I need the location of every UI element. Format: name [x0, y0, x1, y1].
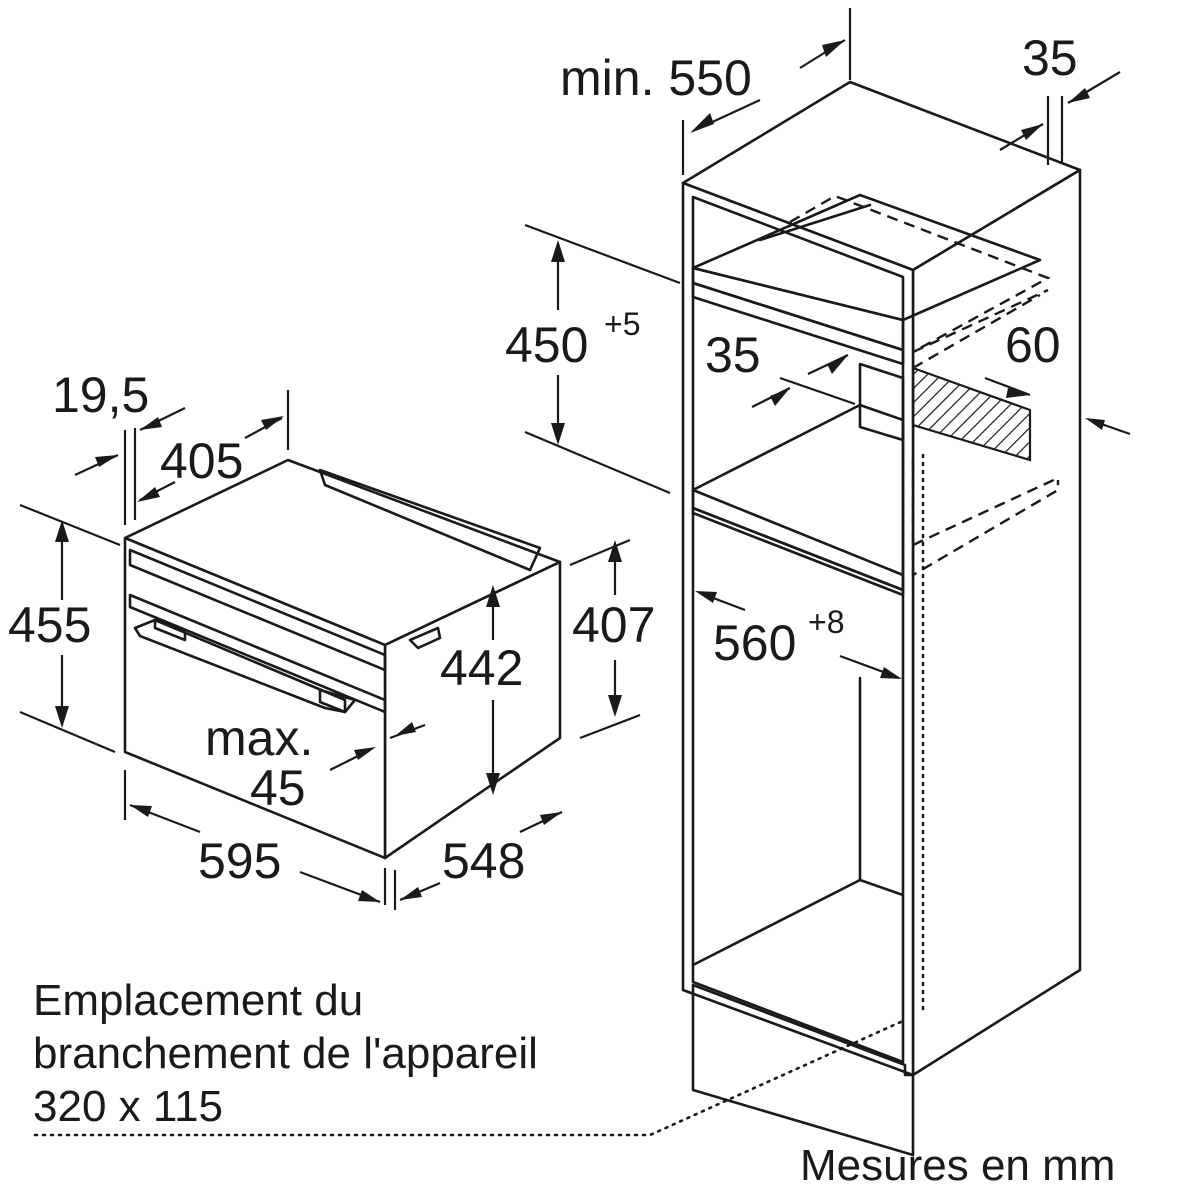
label-handle-max-value: 45 [250, 760, 306, 816]
lower-floor-back [858, 878, 905, 897]
label-body-height: 407 [572, 597, 655, 653]
dashed-top-outline [789, 194, 1051, 354]
note-line-2: branchement de l'appareil [33, 1029, 538, 1078]
oven-side-bracket [408, 626, 442, 650]
connection-leader [33, 1018, 907, 1137]
label-cabinet-top-gap: 35 [1022, 30, 1078, 86]
label-body-depth: 548 [442, 833, 525, 889]
niche-bottom-shelf [691, 403, 905, 592]
niche-bottom-line [691, 488, 905, 577]
upper-back-line [758, 203, 872, 242]
label-inner-height: 442 [440, 640, 523, 696]
label-niche-width-tol: +8 [808, 604, 844, 640]
label-body-depth-top: 405 [160, 433, 243, 489]
label-niche-height: 450 [505, 317, 588, 373]
oven-drawing [123, 458, 562, 860]
lower-floor-left [691, 878, 862, 967]
dashed-niche-right [911, 460, 1060, 578]
label-niche-height-tol: +5 [604, 306, 640, 342]
label-handle-max: max. [205, 710, 313, 766]
dashed-top-edge-2 [912, 293, 1041, 370]
label-vent-gap: 35 [705, 327, 761, 383]
dimension-labels: min. 550 35 450 +5 35 60 560 +8 19,5 405… [8, 30, 1078, 889]
label-niche-width: 560 [713, 615, 796, 671]
label-front-offset: 19,5 [52, 367, 149, 423]
oven-handle-end-right [318, 688, 357, 714]
label-vent-depth: 60 [1005, 317, 1061, 373]
cabinet-plinth [691, 983, 915, 1157]
oven-top-rim [318, 468, 542, 572]
label-cabinet-depth: min. 550 [560, 50, 752, 106]
label-front-height: 455 [8, 597, 91, 653]
cabinet-drawing [681, 80, 1082, 1157]
upper-shelf-front [691, 266, 905, 352]
label-front-width: 595 [198, 833, 281, 889]
niche-bottom-edge [691, 506, 905, 597]
cabinet-inner-opening [691, 195, 905, 1064]
units-caption: Mesures en mm [800, 1141, 1115, 1190]
note-line-3: 320 x 115 [33, 1082, 223, 1131]
oven-control-strip [128, 593, 387, 714]
oven-handle-end-left [153, 618, 187, 642]
oven-top-strip [128, 548, 387, 672]
vent-hatched-area [911, 366, 1032, 462]
dimension-lines [19, 8, 1131, 1137]
oven-front [123, 536, 387, 860]
connection-note: Emplacement du branchement de l'appareil… [33, 976, 538, 1131]
note-line-1: Emplacement du [33, 976, 363, 1025]
dashed-top-edge [912, 288, 1049, 354]
dashed-niche-mid [912, 476, 1059, 547]
